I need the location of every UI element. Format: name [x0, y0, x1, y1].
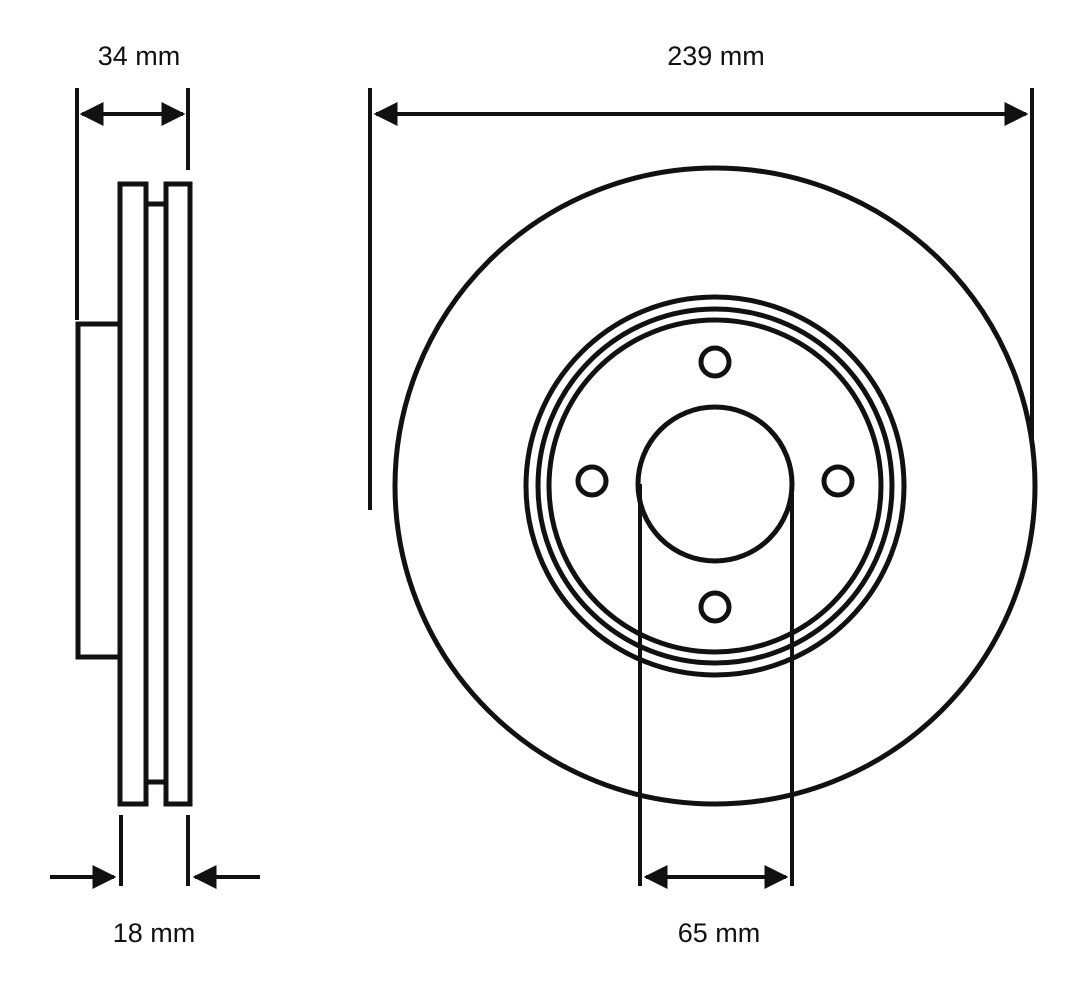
side-view: 34 mm 18 mm: [50, 41, 260, 948]
hat-middle-ring: [535, 306, 895, 666]
bolt-hole-top: [698, 345, 732, 379]
front-view: 239 mm 65 mm: [368, 41, 1038, 948]
disc-outer-edge: [392, 165, 1038, 807]
bolt-hole-left: [575, 464, 609, 498]
bolt-hole-bottom: [698, 590, 732, 624]
side-view-outer-plate: [163, 181, 193, 807]
side-view-inner-plate: [117, 181, 149, 807]
bolt-hole-right: [821, 464, 855, 498]
hat-inner-ring: [546, 317, 884, 655]
side-view-vent-section: [143, 201, 169, 785]
diameter-label: 239 mm: [667, 41, 765, 71]
bore-label: 65 mm: [678, 918, 761, 948]
thickness-label: 34 mm: [98, 41, 181, 71]
min-thickness-label: 18 mm: [113, 918, 196, 948]
center-bore: [635, 404, 795, 564]
hat-outer-ring: [523, 294, 907, 678]
side-view-hub-profile: [75, 321, 120, 660]
